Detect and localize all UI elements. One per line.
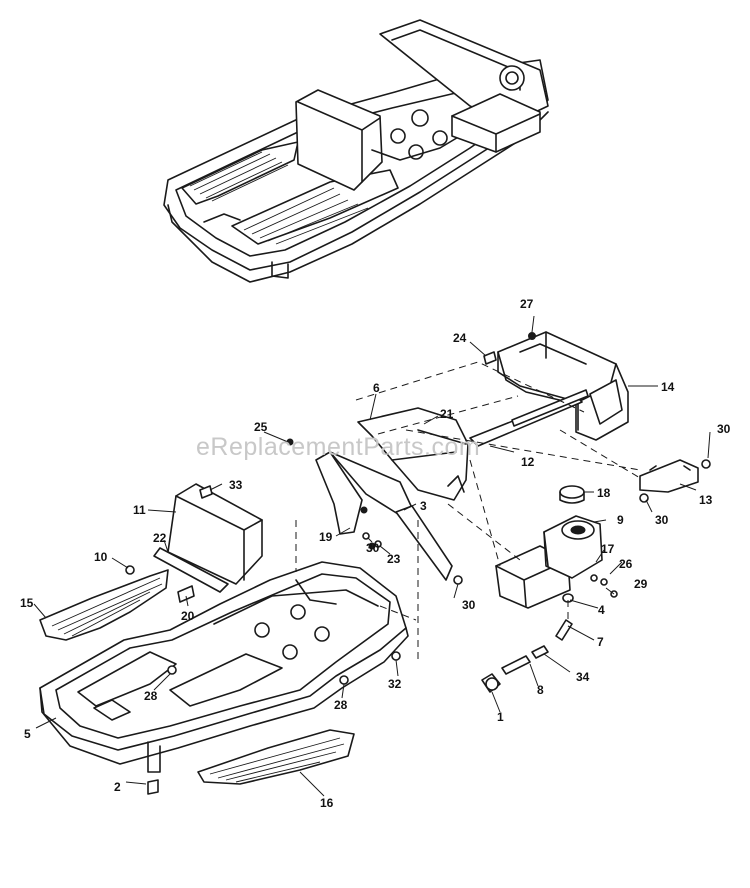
callout-2: 2 bbox=[114, 780, 121, 794]
callout-26: 26 bbox=[619, 557, 633, 571]
callout-5: 5 bbox=[24, 727, 31, 741]
callout-33: 33 bbox=[229, 478, 243, 492]
callout-30c: 30 bbox=[366, 541, 380, 555]
callout-4: 4 bbox=[598, 603, 605, 617]
callout-8: 8 bbox=[537, 683, 544, 697]
assembled-footrest-view bbox=[163, 19, 549, 283]
callout-32: 32 bbox=[388, 677, 402, 691]
callout-3: 3 bbox=[420, 499, 427, 513]
callout-22: 22 bbox=[153, 531, 167, 545]
part-14-rear-bracket bbox=[497, 331, 629, 441]
part-11-seat-plate bbox=[153, 483, 263, 593]
callout-14: 14 bbox=[661, 380, 675, 394]
callout-labels: 1 2 3 4 5 6 7 8 9 10 11 12 13 14 15 16 1… bbox=[20, 297, 731, 810]
callout-11: 11 bbox=[133, 503, 146, 517]
callout-25: 25 bbox=[254, 420, 268, 434]
callout-6: 6 bbox=[373, 381, 380, 395]
leader-lines bbox=[33, 315, 711, 797]
part-13-plate bbox=[639, 459, 699, 493]
part-15-tread-left bbox=[39, 569, 169, 641]
callout-9: 9 bbox=[617, 513, 624, 527]
callout-13: 13 bbox=[699, 493, 713, 507]
callout-7: 7 bbox=[597, 635, 604, 649]
assembly-lines bbox=[295, 361, 641, 664]
callout-30b: 30 bbox=[655, 513, 669, 527]
callout-29: 29 bbox=[634, 577, 648, 591]
callout-12: 12 bbox=[521, 455, 535, 469]
callout-20: 20 bbox=[181, 609, 195, 623]
part-12-strap bbox=[469, 389, 589, 447]
callout-34: 34 bbox=[576, 670, 590, 684]
callout-17: 17 bbox=[601, 542, 615, 556]
fuel-line-parts bbox=[481, 593, 574, 693]
callout-1: 1 bbox=[497, 710, 504, 724]
part-19-bracket bbox=[315, 451, 453, 581]
callout-23: 23 bbox=[387, 552, 401, 566]
callout-16: 16 bbox=[320, 796, 334, 810]
callout-21: 21 bbox=[440, 407, 454, 421]
callout-18: 18 bbox=[597, 486, 611, 500]
callout-27: 27 bbox=[520, 297, 534, 311]
part-21-fender bbox=[357, 407, 469, 501]
callout-28a: 28 bbox=[144, 689, 158, 703]
hardware-parts bbox=[125, 332, 711, 685]
callout-30a: 30 bbox=[717, 422, 731, 436]
part-9-fuel-tank bbox=[495, 515, 603, 609]
callout-19: 19 bbox=[319, 530, 333, 544]
callout-15: 15 bbox=[20, 596, 34, 610]
part-5-footrest-pan bbox=[39, 561, 409, 795]
callout-28b: 28 bbox=[334, 698, 348, 712]
watermark-text: eReplacementParts.com bbox=[196, 433, 480, 461]
callout-30d: 30 bbox=[462, 598, 476, 612]
part-16-tread-right bbox=[197, 729, 355, 785]
part-18-fuel-cap bbox=[559, 485, 585, 504]
callout-24: 24 bbox=[453, 331, 467, 345]
callout-10: 10 bbox=[94, 550, 108, 564]
